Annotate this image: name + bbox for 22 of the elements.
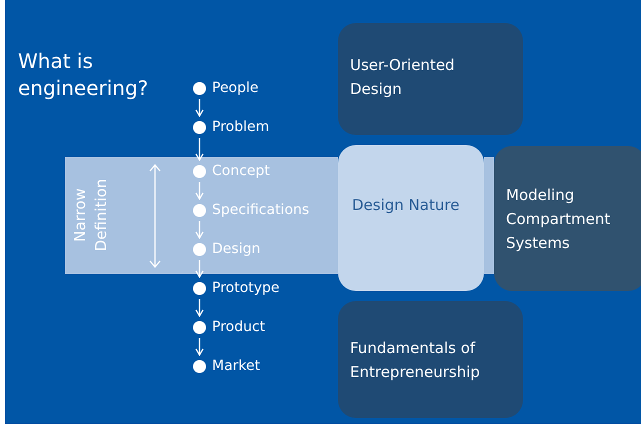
topic-card: Modeling Compartment Systems [494,146,641,291]
step-label: Design [212,241,260,257]
arrow [195,221,204,239]
title: What is engineering? [18,48,150,102]
step-label: Product [212,319,266,335]
topic-card: Design Nature [338,145,484,291]
topic-card: User-Oriented Design [338,23,523,135]
step-label: Prototype [212,280,280,296]
step-label: Concept [212,163,270,179]
arrow [195,182,204,200]
arrow [195,299,204,317]
highlight-band [65,157,338,274]
step-label: Problem [212,119,270,135]
arrow [195,138,204,161]
step-label: Specifications [212,202,310,218]
step-label: People [212,80,259,96]
arrow [195,99,204,117]
band-label: Narrow Definition [70,178,111,254]
topic-card: Fundamentals of Entrepreneurship [338,301,523,418]
step-label: Market [212,358,260,374]
arrow [195,260,204,278]
arrow [195,338,204,356]
